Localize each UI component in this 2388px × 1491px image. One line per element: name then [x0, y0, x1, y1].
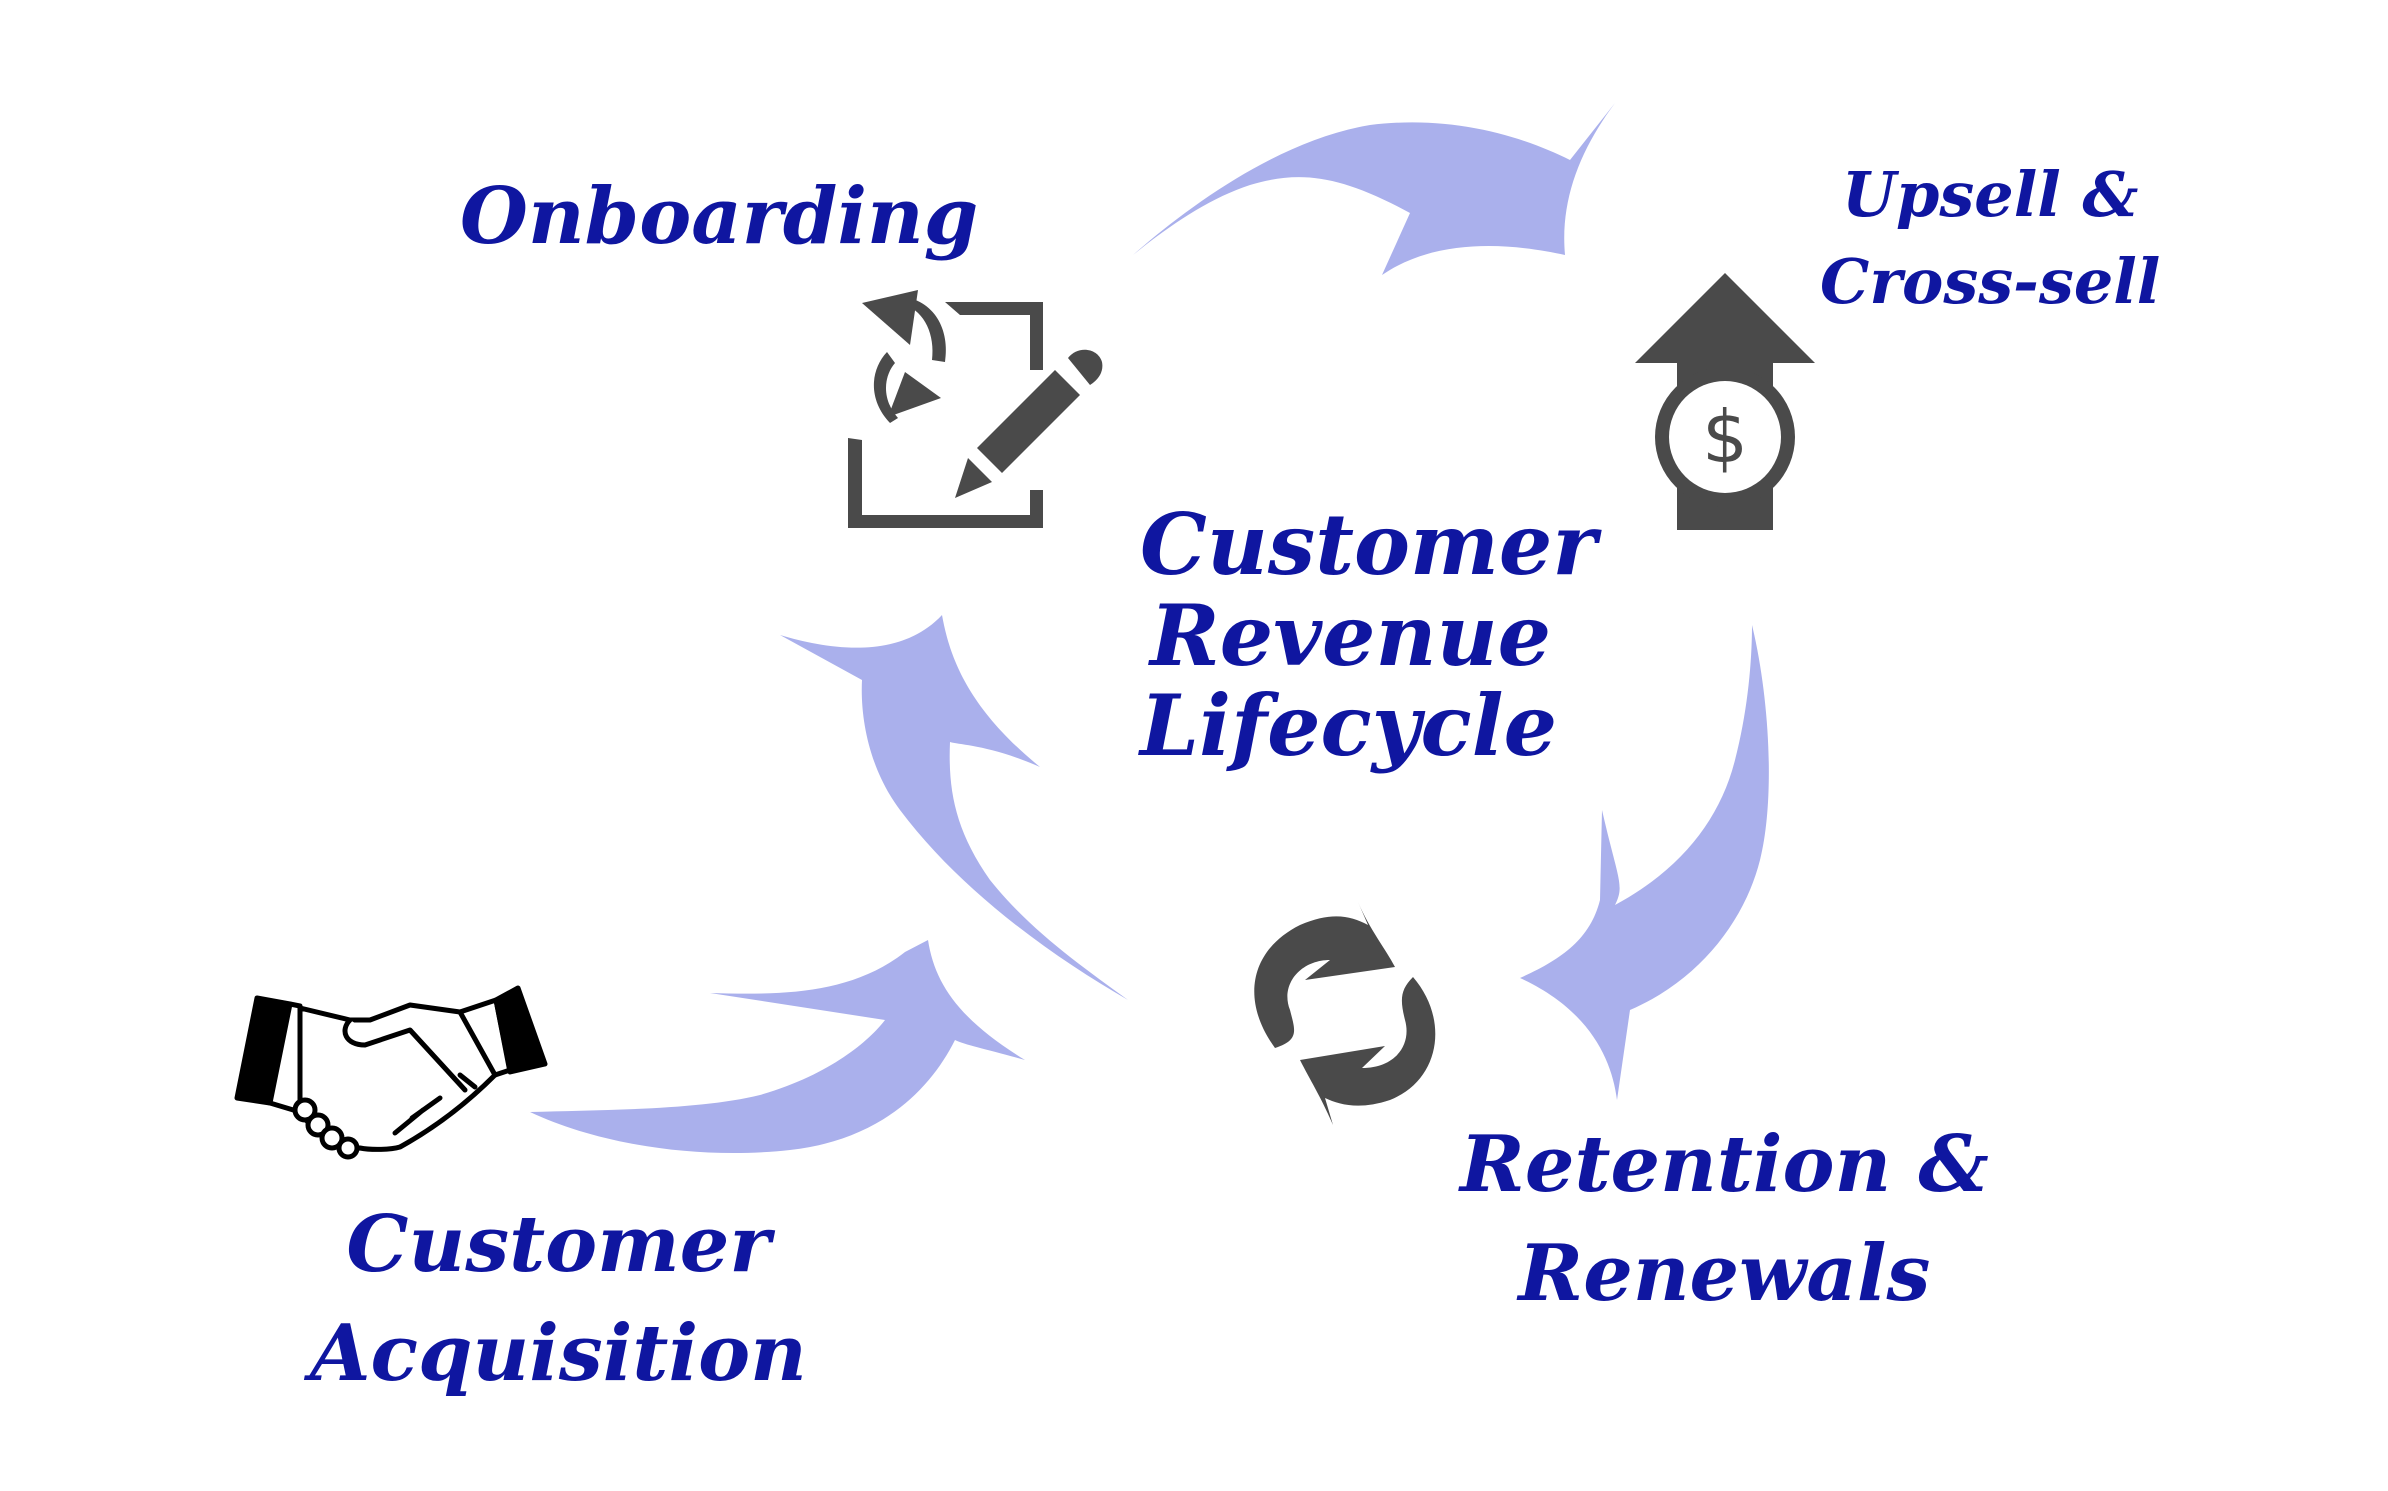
stage-label-line: Renewals — [1518, 1228, 1931, 1320]
stage-label-upsell: Upsell & Cross-sell — [1820, 152, 2160, 326]
title-line: Revenue — [1150, 585, 1552, 685]
diagram-title: Customer Revenue Lifecycle — [1140, 495, 1597, 776]
title-line: Lifecycle — [1140, 676, 1558, 776]
refresh-cycle-icon — [1254, 902, 1436, 1125]
stage-label-line: Retention & — [1460, 1119, 1989, 1210]
dollar-sign: $ — [1702, 395, 1748, 479]
title-line: Customer — [1140, 495, 1597, 594]
stage-label-line: Cross-sell — [1820, 244, 2161, 318]
stage-label-retention: Retention & Renewals — [1460, 1110, 1989, 1328]
flow-arrow-right — [1520, 625, 1769, 1100]
stage-label-line: Upsell & — [1841, 158, 2139, 231]
stage-label-line: Acquisition — [310, 1308, 807, 1400]
stage-label-acquisition: Customer Acquisition — [310, 1190, 807, 1408]
handshake-icon — [234, 985, 548, 1160]
flow-arrow-bottom — [530, 940, 1025, 1154]
stage-label-line: Customer — [346, 1199, 771, 1290]
document-edit-refresh-icon — [848, 290, 1103, 528]
flow-arrow-left — [780, 615, 1128, 1000]
flow-arrow-top — [1133, 103, 1615, 275]
dollar-up-arrow-icon: $ — [1635, 273, 1815, 530]
stage-label-line: Onboarding — [460, 171, 979, 262]
stage-label-onboarding: Onboarding — [460, 178, 978, 256]
